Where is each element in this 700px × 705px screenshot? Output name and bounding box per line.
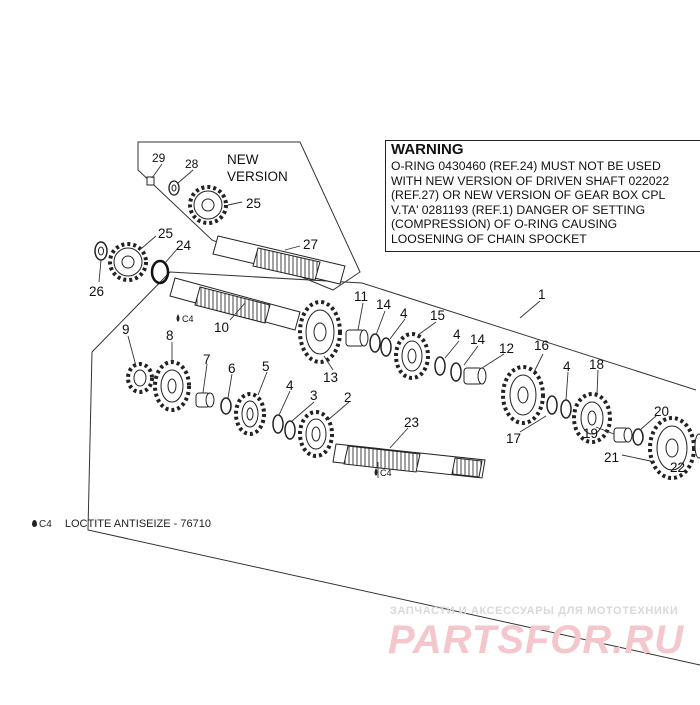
washer-3 — [284, 420, 296, 440]
gear-13 — [298, 300, 342, 364]
legend: C4 LOCTITE ANTISEIZE - 76710 — [32, 518, 211, 530]
label-4d: 4 — [286, 378, 294, 393]
bushing-7 — [195, 392, 215, 408]
washer-4c — [560, 399, 572, 419]
washer-14 — [369, 333, 381, 353]
label-1: 1 — [538, 287, 546, 302]
watermark-logo: PARTSFOR.RU — [388, 618, 685, 662]
label-11: 11 — [354, 289, 368, 304]
label-6: 6 — [228, 361, 236, 376]
sprocket-25 — [108, 242, 148, 282]
washer-17 — [546, 395, 558, 415]
label-4c: 4 — [563, 359, 571, 374]
label-24: 24 — [176, 238, 192, 253]
label-7: 7 — [203, 352, 211, 367]
part-22 — [694, 433, 700, 459]
shaft-27 — [212, 235, 346, 285]
label-9: 9 — [122, 322, 130, 337]
label-14b: 14 — [470, 332, 486, 347]
label-4a: 4 — [400, 306, 408, 321]
warning-line: (COMPRESSION) OF O-RING CAUSING — [391, 217, 618, 232]
washer-4d — [272, 414, 284, 434]
washer-4b — [434, 356, 446, 376]
label-10: 10 — [214, 320, 229, 335]
washer-6 — [220, 397, 232, 415]
loctite-mark-shaft-10: C4 — [176, 314, 194, 324]
washer-20 — [632, 428, 644, 446]
gear-16 — [501, 365, 545, 425]
warning-line: (REF.27) OR NEW VERSION OF GEAR BOX CPL — [391, 188, 666, 203]
gear-21 — [648, 416, 696, 480]
bushing-11 — [345, 329, 369, 347]
warning-box: WARNING O-RING 0430460 (REF.24) MUST NOT… — [385, 140, 700, 252]
washer-4a — [380, 337, 392, 357]
label-4b: 4 — [453, 327, 461, 342]
label-20: 20 — [654, 404, 669, 419]
new-version-outline — [137, 141, 361, 291]
label-16: 16 — [534, 338, 549, 353]
watermark-tagline: ЗАПЧАСТИ И АКСЕССУАРЫ ДЛЯ МОТОТЕХНИКИ — [390, 605, 679, 617]
drop-icon — [374, 468, 378, 476]
label-25: 25 — [158, 226, 173, 241]
warning-line: V.TA' 0281193 (REF.1) DANGER OF SETTING — [391, 202, 646, 217]
bushing-12 — [463, 367, 487, 385]
warning-line: O-RING 0430460 (REF.24) MUST NOT BE USED — [391, 159, 661, 173]
part-number-labels: 29 28 25 27 25 24 26 10 1 11 14 4 15 4 1… — [89, 151, 685, 475]
gear-18 — [572, 392, 612, 444]
new-version-line2: VERSION — [227, 169, 288, 184]
label-21: 21 — [604, 450, 619, 465]
label-12: 12 — [499, 341, 514, 356]
part-29 — [146, 176, 155, 186]
label-17: 17 — [506, 431, 521, 446]
label-8: 8 — [166, 328, 174, 343]
label-15: 15 — [430, 308, 445, 323]
warning-line: WITH NEW VERSION OF DRIVEN SHAFT 022022 — [391, 173, 670, 188]
label-18: 18 — [589, 357, 604, 372]
drop-icon — [176, 314, 180, 322]
sprocket-25-new — [188, 185, 228, 225]
shaft-10 — [169, 277, 301, 331]
loctite-mark-shaft-23: C4 — [374, 468, 392, 478]
gear-8 — [153, 360, 191, 412]
label-29: 29 — [152, 151, 166, 165]
label-13: 13 — [323, 370, 338, 385]
washer-14b — [450, 362, 462, 382]
label-22: 22 — [670, 460, 685, 475]
shaft-23 — [332, 443, 486, 479]
new-version-line1: NEW — [227, 152, 259, 167]
assembly-outline — [87, 271, 700, 666]
label-3: 3 — [310, 388, 318, 403]
warning-title: WARNING — [391, 141, 464, 158]
svg-text:C4: C4 — [380, 468, 392, 478]
label-19: 19 — [583, 426, 598, 441]
gear-9 — [126, 362, 154, 394]
warning-line: LOOSENING OF CHAIN SPOCKET — [391, 231, 587, 246]
label-5: 5 — [262, 359, 270, 374]
label-14: 14 — [376, 297, 392, 312]
label-2: 2 — [344, 390, 352, 405]
svg-text:C4: C4 — [182, 314, 194, 324]
gear-15 — [394, 332, 430, 380]
label-26: 26 — [89, 284, 104, 299]
label-25-new: 25 — [246, 196, 261, 211]
label-28: 28 — [185, 157, 199, 171]
label-27: 27 — [303, 237, 318, 252]
gear-2 — [298, 410, 334, 458]
gear-5 — [234, 392, 266, 436]
drop-icon — [32, 520, 37, 527]
legend-code: C4 — [39, 519, 52, 530]
leader-lines — [98, 163, 657, 478]
label-23: 23 — [404, 415, 419, 430]
legend-text: LOCTITE ANTISEIZE - 76710 — [64, 518, 211, 530]
bushing-19 — [613, 427, 633, 443]
o-ring-24 — [150, 259, 170, 285]
